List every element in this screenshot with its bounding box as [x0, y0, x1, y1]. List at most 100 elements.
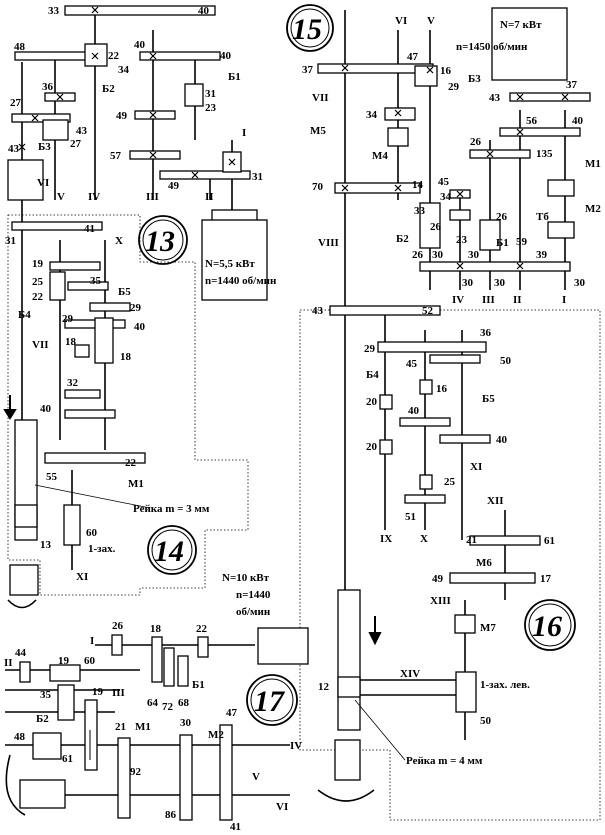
svg-text:43: 43	[312, 305, 324, 317]
svg-text:43: 43	[76, 125, 88, 137]
svg-text:IV: IV	[452, 294, 464, 306]
svg-text:Тб: Тб	[536, 211, 549, 223]
svg-text:61: 61	[62, 753, 73, 765]
svg-text:V: V	[427, 15, 435, 27]
svg-text:Б1: Б1	[228, 71, 241, 83]
svg-text:VIII: VIII	[318, 237, 339, 249]
svg-text:Б1: Б1	[496, 237, 509, 249]
scheme-17-number: 17	[254, 685, 285, 718]
svg-text:Б3: Б3	[468, 73, 481, 85]
svg-text:40: 40	[40, 403, 52, 415]
svg-text:Б5: Б5	[118, 286, 131, 298]
svg-text:29: 29	[364, 343, 376, 355]
svg-text:44: 44	[15, 647, 27, 659]
svg-text:52: 52	[422, 305, 434, 317]
svg-text:27: 27	[10, 97, 22, 109]
scheme-13-power: N=5,5 кВт	[205, 258, 255, 270]
svg-text:VI: VI	[37, 177, 49, 189]
svg-text:26: 26	[470, 136, 482, 148]
scheme-15-number: 15	[292, 13, 322, 46]
svg-text:33: 33	[414, 205, 426, 217]
svg-text:40: 40	[496, 434, 508, 446]
svg-text:48: 48	[14, 41, 26, 53]
svg-text:Б5: Б5	[482, 393, 495, 405]
scheme-16-worm: 1-зах. лев.	[480, 679, 530, 691]
svg-text:45: 45	[406, 358, 418, 370]
svg-text:III: III	[146, 191, 159, 203]
svg-text:34: 34	[118, 64, 130, 76]
svg-text:14: 14	[412, 179, 424, 191]
scheme-13-number: 13	[145, 225, 175, 258]
svg-text:30: 30	[462, 277, 474, 289]
svg-text:М2: М2	[585, 203, 601, 215]
svg-text:41: 41	[84, 223, 95, 235]
svg-text:47: 47	[407, 51, 419, 63]
svg-text:47: 47	[226, 707, 238, 719]
svg-text:26: 26	[112, 620, 124, 632]
svg-text:XIV: XIV	[400, 668, 420, 680]
svg-text:М7: М7	[480, 622, 496, 634]
scheme-17: 26 18 22 I 44 II 19 60 19 III 35 Б2 64 7…	[4, 572, 309, 833]
svg-text:Б3: Б3	[38, 141, 51, 153]
svg-text:25: 25	[444, 476, 456, 488]
svg-text:40: 40	[134, 39, 146, 51]
svg-text:59: 59	[516, 236, 528, 248]
svg-text:II: II	[205, 191, 214, 203]
svg-text:20: 20	[366, 441, 378, 453]
svg-text:V: V	[252, 771, 260, 783]
scheme-14-number: 14	[154, 535, 184, 568]
svg-text:Б1: Б1	[192, 679, 205, 691]
svg-text:I: I	[90, 635, 94, 647]
svg-text:41: 41	[230, 821, 241, 833]
svg-text:M1: M1	[128, 478, 144, 490]
svg-text:M2: M2	[208, 729, 224, 741]
svg-text:40: 40	[134, 321, 146, 333]
svg-text:Б2: Б2	[102, 83, 115, 95]
svg-text:Б4: Б4	[18, 309, 31, 321]
svg-text:27: 27	[70, 138, 82, 150]
svg-text:36: 36	[42, 81, 54, 93]
svg-text:48: 48	[14, 731, 26, 743]
svg-text:Б4: Б4	[366, 369, 379, 381]
svg-text:37: 37	[302, 64, 314, 76]
svg-text:56: 56	[526, 115, 538, 127]
scheme-14-rack: Рейка m = 3 мм	[133, 503, 210, 515]
svg-text:М6: М6	[476, 557, 492, 569]
svg-text:30: 30	[494, 277, 506, 289]
svg-text:36: 36	[480, 327, 492, 339]
svg-text:40: 40	[408, 405, 420, 417]
svg-text:М5: М5	[310, 125, 326, 137]
svg-text:61: 61	[544, 535, 555, 547]
svg-text:60: 60	[84, 655, 96, 667]
svg-text:45: 45	[438, 176, 450, 188]
svg-text:25: 25	[32, 276, 44, 288]
svg-text:12: 12	[318, 681, 330, 693]
svg-text:XIII: XIII	[430, 595, 451, 607]
svg-text:70: 70	[312, 181, 324, 193]
svg-text:M1: M1	[135, 721, 151, 733]
svg-text:IV: IV	[88, 191, 100, 203]
svg-text:22: 22	[108, 50, 120, 62]
svg-text:30: 30	[432, 249, 444, 261]
svg-text:18: 18	[150, 623, 162, 635]
svg-text:I: I	[562, 294, 566, 306]
svg-text:55: 55	[46, 471, 58, 483]
svg-text:68: 68	[178, 697, 190, 709]
svg-text:26: 26	[412, 249, 424, 261]
svg-text:23: 23	[205, 102, 217, 114]
svg-text:29: 29	[448, 81, 460, 93]
svg-text:II: II	[513, 294, 522, 306]
svg-text:21: 21	[115, 721, 126, 733]
svg-text:135: 135	[536, 148, 553, 160]
scheme-15-power: N=7 кВт	[500, 19, 542, 31]
svg-text:26: 26	[430, 221, 442, 233]
svg-text:31: 31	[252, 171, 263, 183]
svg-text:18: 18	[65, 336, 77, 348]
svg-text:31: 31	[205, 88, 216, 100]
svg-text:40: 40	[198, 5, 210, 17]
svg-text:35: 35	[40, 689, 52, 701]
svg-text:22: 22	[32, 291, 44, 303]
scheme-13: 33 40 48 22 34 Б2 40 40 Б1 36 27 43 27 Б…	[7, 5, 277, 301]
svg-text:17: 17	[540, 573, 552, 585]
